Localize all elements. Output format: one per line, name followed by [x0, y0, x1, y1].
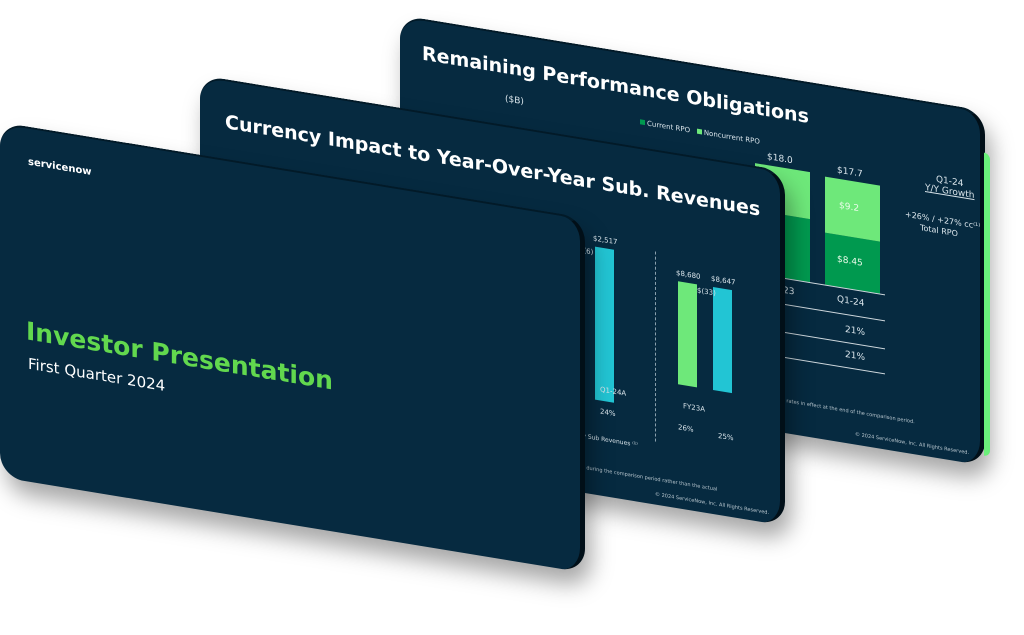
presentation-title: Investor Presentation [26, 316, 333, 396]
slide-title: Remaining Performance Obligations [422, 42, 809, 128]
legend-noncurrent: Noncurrent RPO [703, 128, 760, 146]
table-value: 21% [845, 349, 866, 364]
copyright: © 2024 ServiceNow, Inc. All Rights Reser… [655, 491, 770, 517]
chart-legend: Current RPO Noncurrent RPO [640, 118, 760, 146]
servicenow-logo: servicenow [28, 156, 92, 178]
copyright: © 2024 ServiceNow, Inc. All Rights Reser… [855, 431, 970, 457]
group-divider [655, 251, 656, 442]
unit-label: ($B) [505, 94, 524, 108]
legend-current: Current RPO [647, 119, 691, 135]
bar-total-label: $17.7 [837, 165, 863, 181]
group-label: FY23A [683, 402, 705, 414]
legend-swatch-current [640, 119, 645, 126]
bar-cyan [713, 287, 732, 394]
bar-value-label: $8,647 [711, 274, 736, 287]
growth-value: 26% [678, 423, 694, 434]
growth-value: 25% [718, 431, 734, 443]
bar-value-label: $2,517 [593, 234, 618, 247]
bar-delta-label: $(33) [697, 286, 716, 298]
bar-category-label: Q1-24 [837, 294, 865, 310]
growth-value: 24% [600, 407, 616, 419]
bar-cyan [595, 246, 614, 403]
bar-total-label: $18.0 [767, 152, 793, 167]
bar-value-label: $8,680 [676, 268, 701, 281]
table-value: 21% [845, 324, 866, 339]
legend-swatch-noncurrent [696, 128, 702, 135]
bar-green [678, 281, 697, 388]
growth-header: Q1-24 Y/Y Growth [925, 173, 974, 201]
